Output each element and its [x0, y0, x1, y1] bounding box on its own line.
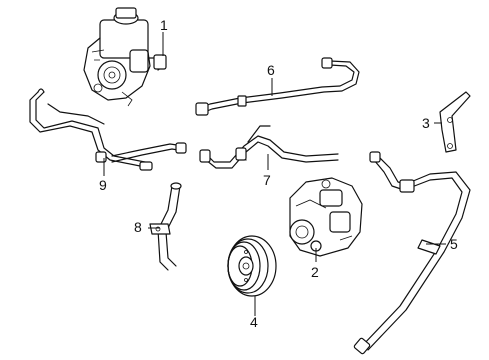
bracket	[439, 91, 471, 153]
callout-7: 7	[263, 172, 271, 188]
callout-2: 2	[311, 264, 319, 280]
callout-1: 1	[160, 17, 168, 33]
high-pressure-hose	[353, 151, 471, 355]
return-line	[199, 125, 339, 169]
callout-4: 4	[250, 314, 258, 330]
pump-with-reservoir	[83, 7, 167, 107]
callout-6: 6	[267, 62, 275, 78]
pulley	[227, 235, 277, 297]
small-hose	[149, 182, 182, 271]
return-hose-assembly	[29, 88, 187, 171]
callout-5: 5	[450, 236, 458, 252]
callout-labels: 1 2 3 4 5 6 7 8 9	[99, 17, 458, 330]
callout-9: 9	[99, 177, 107, 193]
power-steering-pump	[289, 177, 363, 257]
leader-lines	[103, 32, 446, 316]
callout-3: 3	[422, 115, 430, 131]
callout-8: 8	[134, 219, 142, 235]
pressure-line	[195, 57, 360, 116]
